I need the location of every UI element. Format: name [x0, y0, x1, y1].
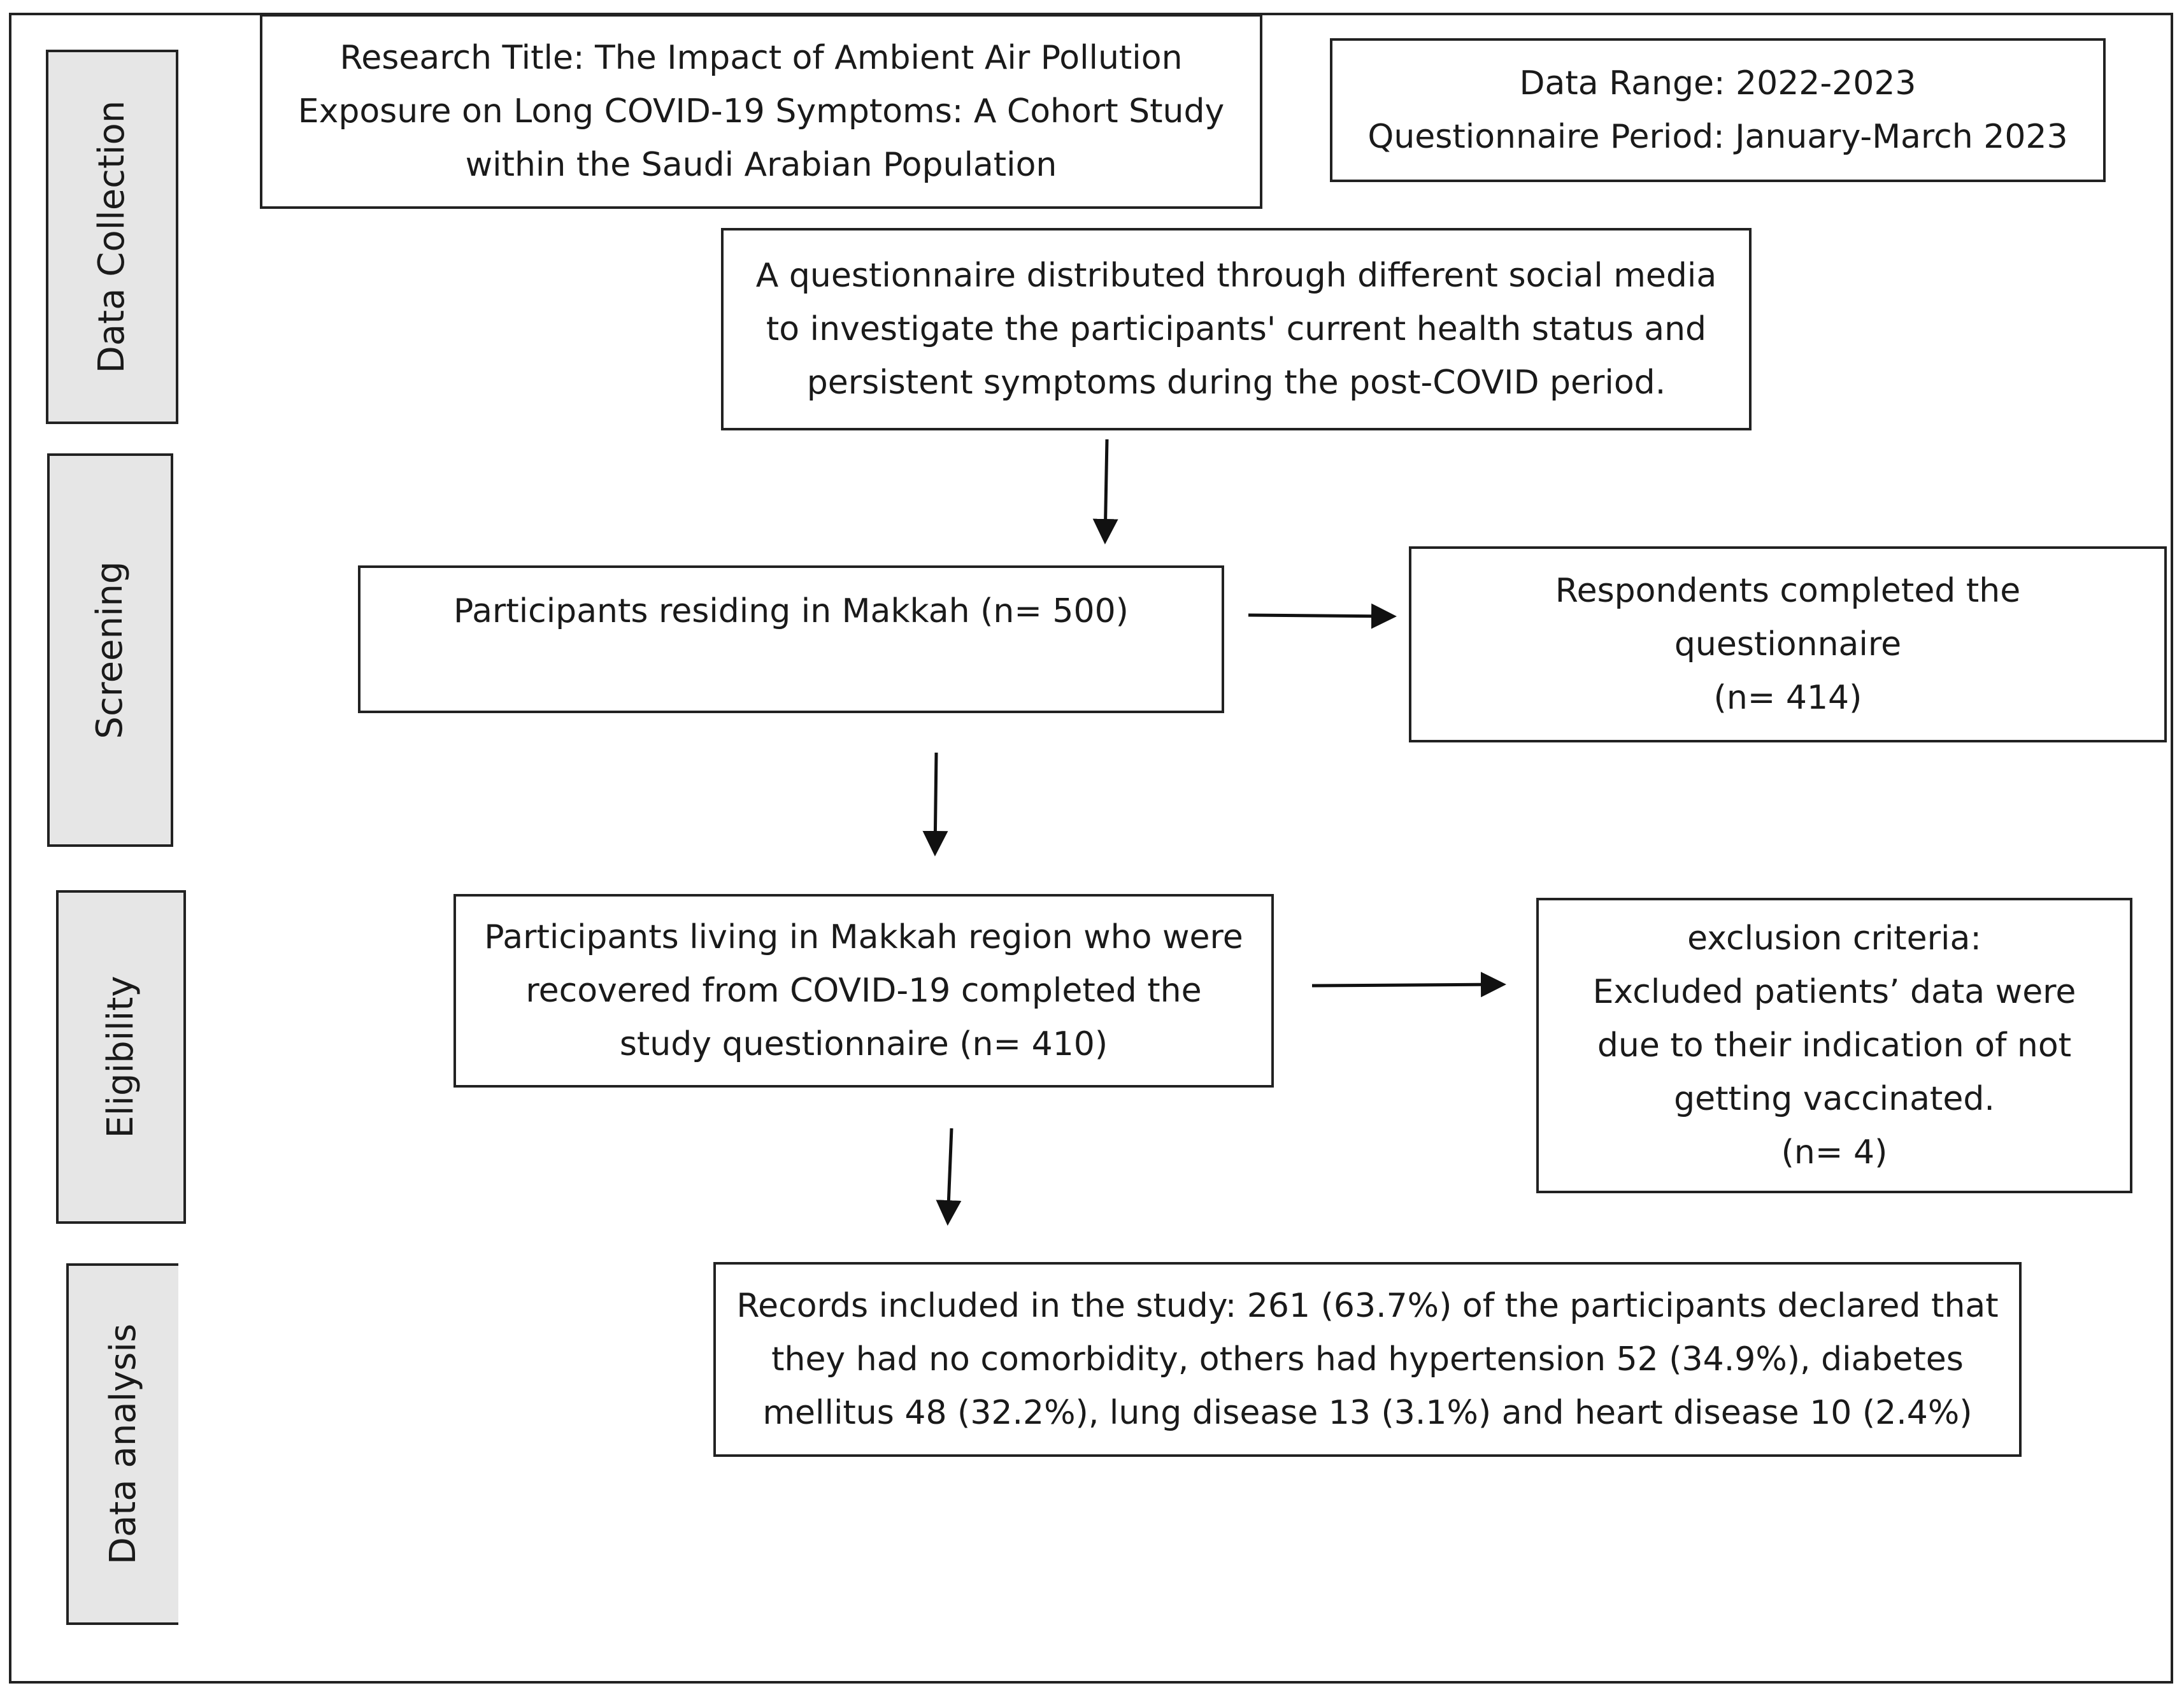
box-line: Respondents completed the	[1555, 572, 2021, 610]
box-line: Excluded patients’ data were	[1592, 973, 2076, 1011]
box-line: Exposure on Long COVID-19 Symptoms: A Co…	[297, 92, 1225, 131]
box-line: questionnaire	[1674, 625, 1902, 663]
box-line: due to their indication of not	[1597, 1026, 2072, 1065]
box-line: recovered from COVID-19 completed the	[525, 972, 1202, 1010]
box-line: they had no comorbidity, others had hype…	[771, 1340, 1964, 1379]
arrow-makkah-to-recovered	[922, 752, 948, 856]
makkah-residents-box: Participants residing in Makkah (n= 500)	[358, 565, 1224, 713]
stage-data-collection: Data Collection	[46, 50, 178, 424]
stage-data-analysis: Data analysis	[66, 1263, 178, 1625]
respondents-box: Respondents completed the questionnaire …	[1409, 546, 2167, 742]
box-line: exclusion criteria:	[1687, 919, 1981, 958]
exclusion-criteria-box: exclusion criteria: Excluded patients’ d…	[1536, 898, 2132, 1193]
records-included-box: Records included in the study: 261 (63.7…	[713, 1262, 2022, 1457]
box-line: Research Title: The Impact of Ambient Ai…	[339, 39, 1183, 77]
box-line: persistent symptoms during the post-COVI…	[806, 364, 1666, 402]
box-line: Questionnaire Period: January-March 2023	[1367, 118, 2068, 156]
box-line: mellitus 48 (32.2%), lung disease 13 (3.…	[762, 1394, 1973, 1432]
arrow-questionnaire-to-makkah	[1092, 439, 1118, 544]
box-line: (n= 414)	[1713, 679, 1862, 717]
box-line: (n= 4)	[1781, 1133, 1888, 1172]
recovered-participants-box: Participants living in Makkah region who…	[453, 894, 1274, 1088]
box-line: Participants residing in Makkah (n= 500)	[453, 592, 1129, 630]
box-line: getting vaccinated.	[1674, 1080, 1995, 1118]
stage-screening: Screening	[47, 453, 173, 847]
box-line: within the Saudi Arabian Population	[465, 146, 1057, 184]
box-line: to investigate the participants' current…	[766, 310, 1707, 348]
box-line: study questionnaire (n= 410)	[619, 1025, 1108, 1063]
arrow-recovered-to-records	[936, 1128, 962, 1226]
arrow-makkah-to-respondents	[1248, 603, 1397, 629]
box-line: Data Range: 2022-2023	[1519, 64, 1916, 103]
stage-eligibility: Eligibility	[56, 890, 186, 1224]
box-line: Records included in the study: 261 (63.7…	[736, 1287, 1999, 1325]
data-range-box: Data Range: 2022-2023 Questionnaire Peri…	[1330, 38, 2106, 182]
questionnaire-box: A questionnaire distributed through diff…	[721, 228, 1752, 430]
box-line: Participants living in Makkah region who…	[484, 918, 1243, 956]
research-title-box: Research Title: The Impact of Ambient Ai…	[260, 14, 1262, 209]
box-line: A questionnaire distributed through diff…	[755, 257, 1717, 295]
arrow-recovered-to-exclusion	[1311, 972, 1506, 998]
